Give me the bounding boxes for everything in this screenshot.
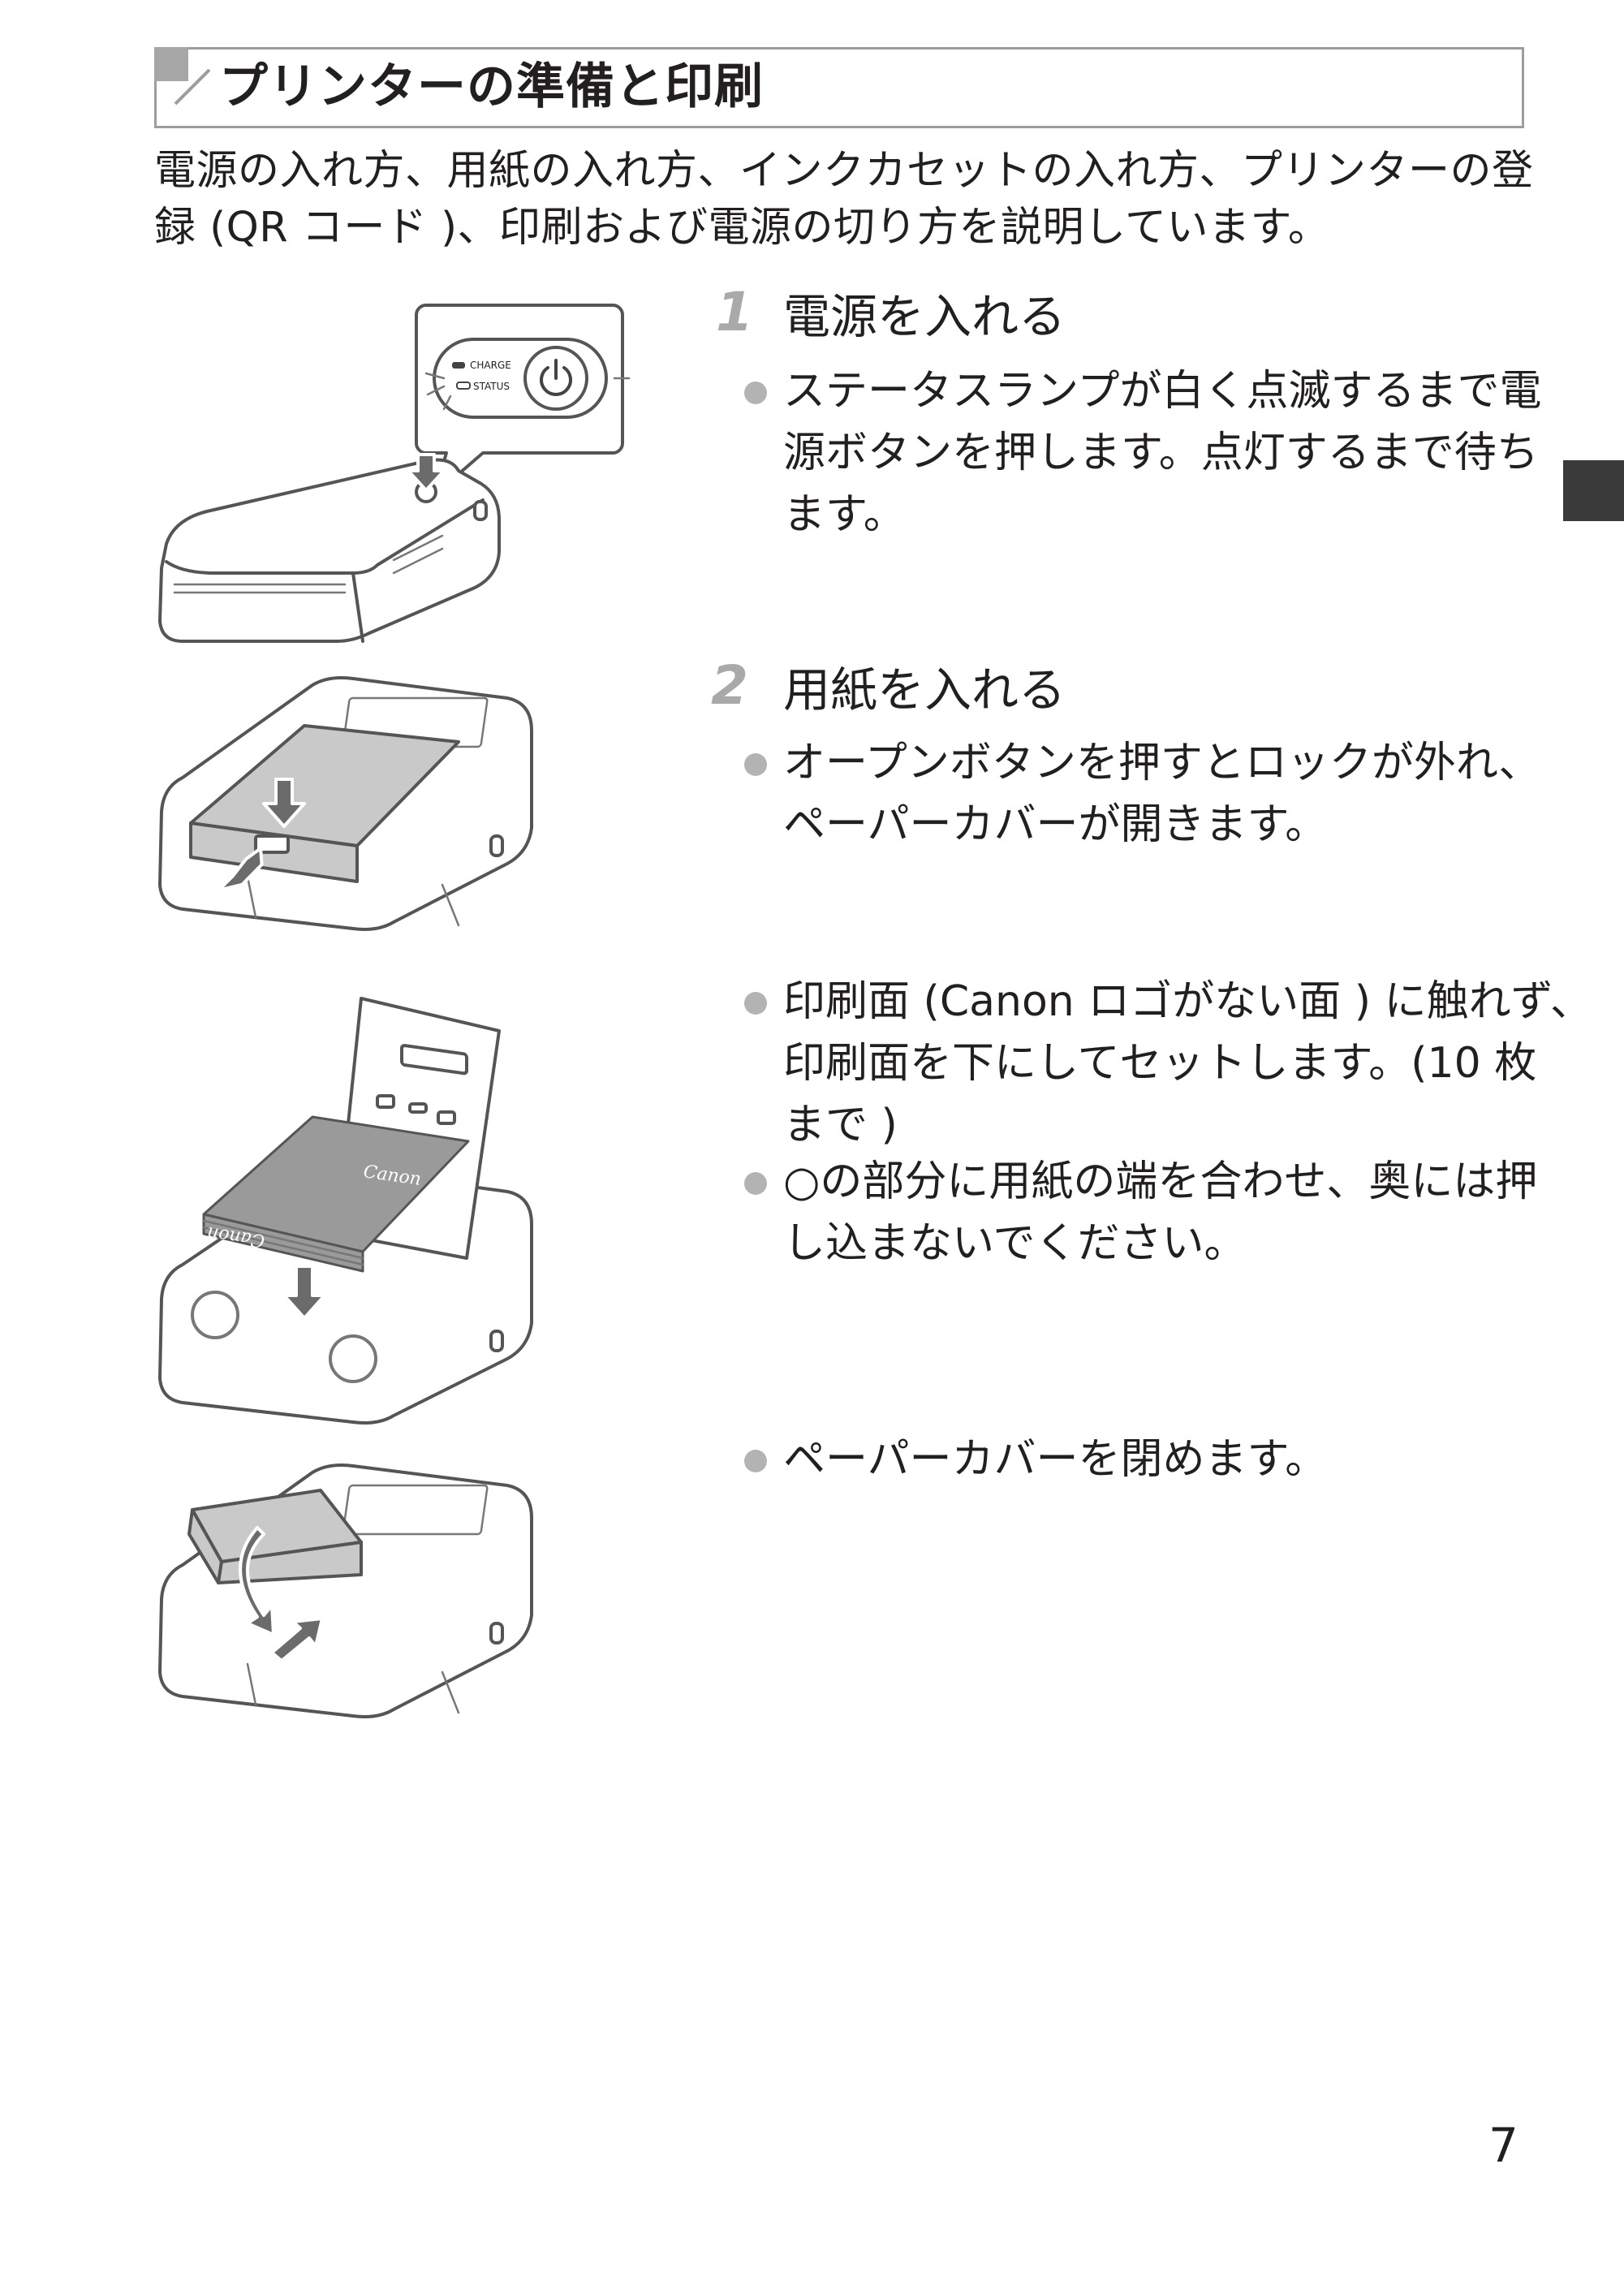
section-title-box [154,47,1524,128]
bullet-icon [744,382,767,404]
printer-open-button-illustration [158,676,533,931]
page-number: 7 [1488,2118,1518,2173]
step-bullet: ステータスランプが白く点滅するまで電 源ボタンを押します。点灯するまで待ち ます… [744,360,1562,545]
bullet-icon [744,1450,767,1472]
step-bullet: 印刷面 (Canon ロゴがない面 ) に触れず、 印刷面を下にしてセットします… [744,971,1592,1156]
bullet-icon [744,1172,767,1195]
paper-loading-illustration: Canon Canon [158,997,533,1425]
power-icon [540,359,572,396]
charge-label: CHARGE [470,360,511,371]
step-bullet: ペーパーカバーを閉めます。 [744,1429,1562,1490]
step-number: 1 [716,281,753,343]
step-title: 電源を入れる [783,289,1066,344]
status-lamp-icon [456,382,471,390]
paper-cover-close-illustration [158,1463,533,1718]
title-slash-icon [174,68,211,106]
status-label: STATUS [473,381,510,392]
chapter-tab-marker [1563,460,1624,521]
step-number: 2 [711,654,748,717]
title-square-icon [154,47,188,81]
step-bullet: オープンボタンを押すとロックが外れ、 ペーパーカバーが開きます。 [744,732,1562,856]
charge-lamp-icon [452,362,465,369]
intro-line: 録 (QR コード )、印刷および電源の切り方を説明しています。 [154,204,1330,252]
bullet-icon [744,992,767,1015]
step-title: 用紙を入れる [783,662,1066,718]
intro-text: 電源の入れ方、用紙の入れ方、インクカセットの入れ方、プリンターの登 録 (QR … [154,143,1534,256]
section-title: プリンターの準備と印刷 [219,58,764,115]
step-bullet: ○の部分に用紙の端を合わせ、奥には押 し込まないでください。 [744,1151,1562,1274]
alignment-circle-icon [191,1291,239,1339]
printer-power-illustration: CHARGE STATUS [158,304,631,643]
alignment-circle-icon [329,1334,377,1383]
intro-line: 電源の入れ方、用紙の入れ方、インクカセットの入れ方、プリンターの登 [154,147,1534,195]
open-button-icon [254,834,290,854]
bullet-icon [744,753,767,776]
